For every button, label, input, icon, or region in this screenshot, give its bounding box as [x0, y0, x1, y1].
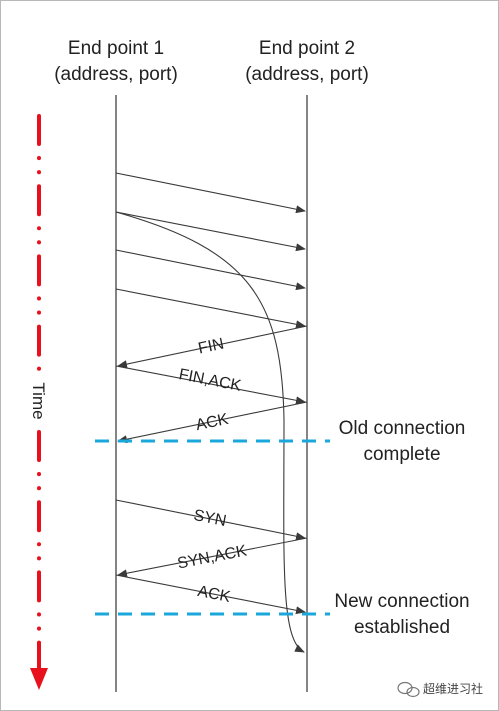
syn-ack-label: SYN,ACK [176, 542, 249, 572]
time-axis [30, 114, 48, 690]
fin-ack-label: FIN,ACK [177, 366, 243, 395]
data-arrows [115, 172, 306, 653]
data-arrow [115, 288, 306, 329]
time-label: Time [29, 382, 48, 419]
syn-ack-arrow [117, 537, 308, 578]
old-connection-label-line1: Old connection [339, 418, 466, 439]
syn-arrow [115, 499, 306, 541]
fin-ack-arrow [115, 365, 306, 405]
open-handshake [115, 499, 308, 615]
endpoint-2-name: End point 2 [259, 38, 355, 59]
new-connection-label-line1: New connection [334, 591, 469, 612]
endpoint-1-detail: (address, port) [54, 64, 178, 85]
watermark-text: 超维进习社 [423, 681, 483, 696]
ack-close-arrow [117, 401, 308, 444]
endpoint-1-name: End point 1 [68, 38, 164, 59]
watermark: 超维进习社 [397, 681, 483, 698]
ack-close-label: ACK [194, 411, 230, 435]
fin-arrow [117, 325, 308, 369]
wechat-icon [397, 681, 420, 698]
endpoint-2-detail: (address, port) [245, 64, 369, 85]
time-arrowhead [30, 668, 48, 690]
data-arrow [115, 172, 306, 214]
ack-open-arrow [115, 574, 306, 615]
data-arrow [115, 211, 306, 252]
delayed-packet-arrow [115, 211, 305, 653]
old-connection-label-line2: complete [363, 444, 440, 465]
data-arrow [115, 249, 306, 291]
ack-open-label: ACK [196, 583, 232, 606]
new-connection-label-line2: established [354, 617, 450, 638]
syn-label: SYN [192, 507, 228, 530]
close-handshake [115, 325, 308, 444]
fin-label: FIN [197, 335, 226, 357]
